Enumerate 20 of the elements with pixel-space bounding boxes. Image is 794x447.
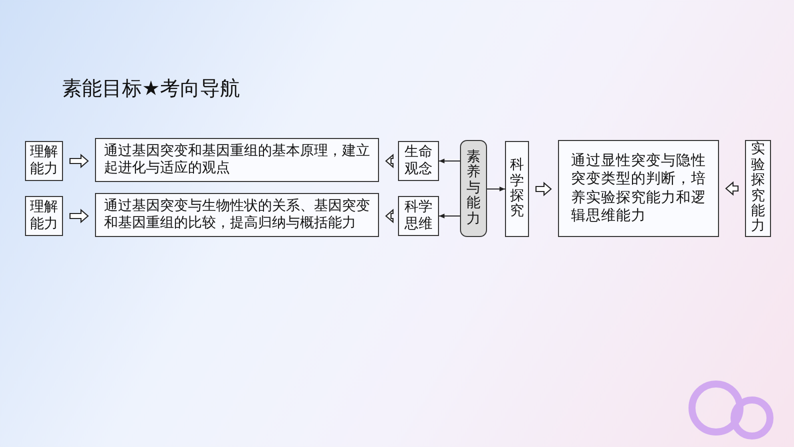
hollow-arrow bbox=[535, 182, 552, 196]
text-box: 生命观念 bbox=[398, 141, 439, 181]
category-box: 素养与能力 bbox=[460, 140, 487, 237]
text-box: 通过基因突变与生物性状的关系、基因突变和基因重组的比较，提高归纳与概括能力 bbox=[95, 193, 379, 237]
text-box: 理解能力 bbox=[25, 196, 63, 236]
text-box: 理解能力 bbox=[25, 141, 63, 181]
arrow bbox=[439, 158, 460, 164]
text-box: 科学思维 bbox=[398, 196, 439, 236]
hollow-arrow bbox=[385, 208, 394, 224]
hollow-arrow bbox=[725, 181, 739, 196]
text-box: 通过显性突变与隐性突变类型的判断，培养实验探究能力和逻辑思维能力 bbox=[558, 140, 719, 237]
heading: 素能目标★考向导航 bbox=[62, 75, 240, 102]
hollow-arrow bbox=[69, 154, 89, 168]
hollow-arrow bbox=[69, 208, 89, 224]
text-box: 科学探究 bbox=[505, 141, 529, 237]
text-box: 实验探究能力 bbox=[745, 140, 771, 237]
arrow bbox=[439, 214, 460, 218]
arrow bbox=[487, 186, 505, 192]
hollow-arrow bbox=[385, 154, 394, 168]
text-box: 通过基因突变和基因重组的基本原理，建立起进化与适应的观点 bbox=[95, 138, 379, 182]
